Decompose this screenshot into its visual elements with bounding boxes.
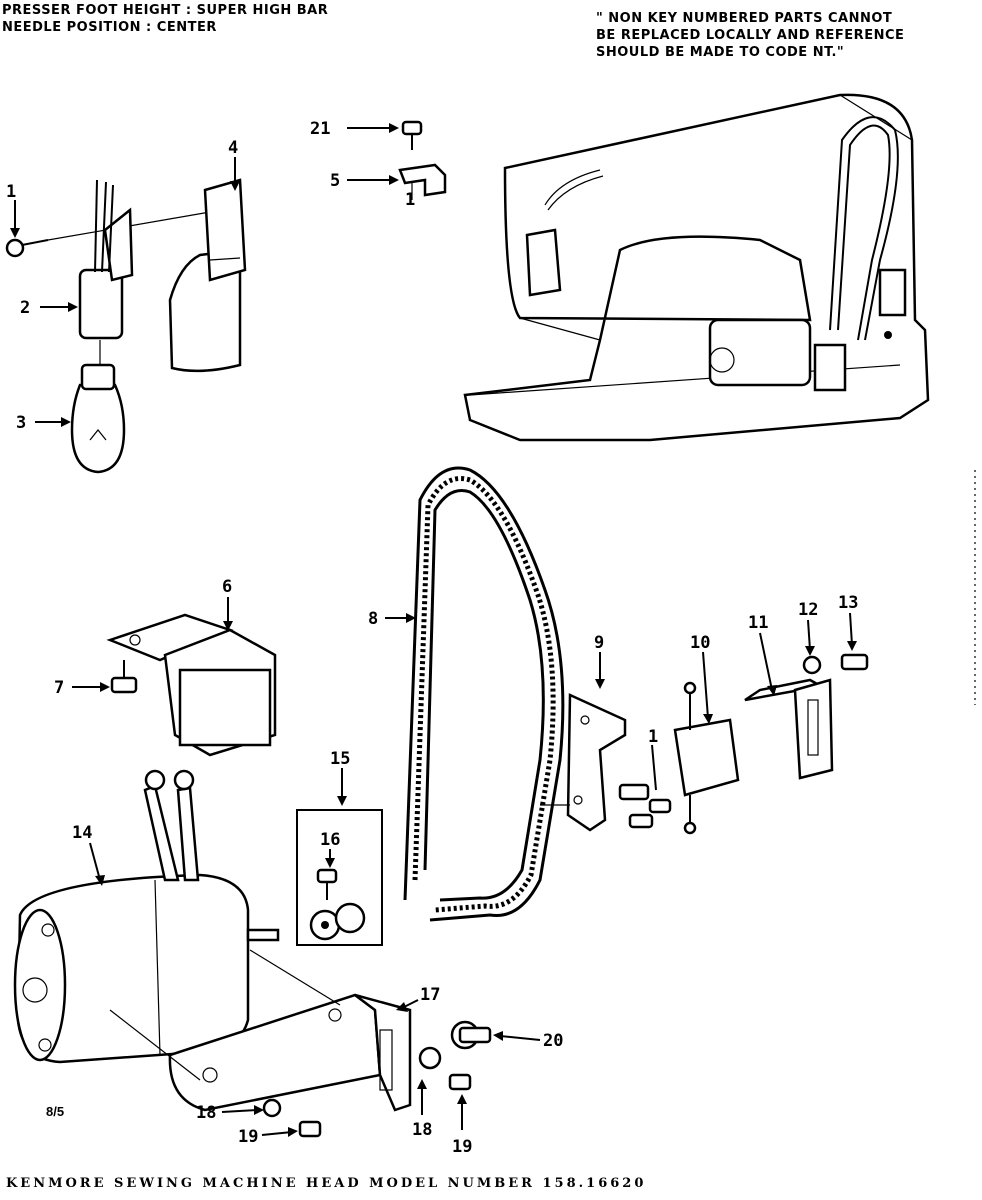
callout-5: 5 (330, 171, 340, 191)
header-settings: PRESSER FOOT HEIGHT : SUPER HIGH BAR NEE… (2, 2, 328, 36)
motor-illustration (13, 769, 280, 1064)
page-number: 8/5 (46, 1104, 65, 1119)
callout-14: 14 (72, 823, 92, 843)
callout-17: 17 (420, 985, 440, 1005)
callout-arrows (10, 123, 857, 1137)
presser-foot-height-text: PRESSER FOOT HEIGHT : SUPER HIGH BAR (2, 3, 329, 18)
header-note: " NON KEY NUMBERED PARTS CANNOT BE REPLA… (596, 10, 904, 61)
callout-18-right: 18 (412, 1120, 432, 1140)
callout-9: 9 (594, 633, 604, 653)
callout-labels: 1 2 3 4 5 21 6 7 8 9 10 11 12 13 1 1 14 … (6, 119, 858, 1157)
callout-18-left: 18 (196, 1103, 216, 1123)
callout-2: 2 (20, 298, 30, 318)
callout-3: 3 (16, 413, 26, 433)
pulley-assembly-illustration (296, 809, 383, 946)
callout-4: 4 (228, 138, 238, 158)
callout-16: 16 (320, 830, 340, 850)
callout-20: 20 (543, 1031, 563, 1051)
needle-position-text: NEEDLE POSITION : CENTER (2, 20, 217, 35)
drive-belt-illustration (403, 466, 565, 922)
callout-15: 15 (330, 749, 350, 769)
callout-1-switch: 1 (648, 727, 658, 747)
callout-1-clamp: 1 (405, 190, 415, 210)
machine-head-illustration (463, 93, 930, 442)
callout-10: 10 (690, 633, 710, 653)
callout-21: 21 (310, 119, 330, 139)
callout-7: 7 (54, 678, 64, 698)
model-footer: KENMORE SEWING MACHINE HEAD MODEL NUMBER… (6, 1176, 647, 1191)
callout-19-right: 19 (452, 1137, 472, 1157)
callout-13: 13 (838, 593, 858, 613)
thread-clamp-illustration (398, 120, 447, 200)
switch-assembly-illustration (540, 653, 869, 835)
callout-8: 8 (368, 609, 378, 629)
callout-12: 12 (798, 600, 818, 620)
bracket-illustration (106, 613, 277, 757)
lamp-assembly-illustration (5, 178, 247, 474)
callout-11: 11 (748, 613, 768, 633)
note-line-3: SHOULD BE MADE TO CODE NT." (596, 45, 845, 60)
callout-19-left: 19 (238, 1127, 258, 1147)
motor-bracket-illustration (109, 949, 492, 1138)
note-line-1: " NON KEY NUMBERED PARTS CANNOT (596, 11, 893, 26)
callout-1: 1 (6, 182, 16, 202)
callout-6: 6 (222, 577, 232, 597)
note-line-2: BE REPLACED LOCALLY AND REFERENCE (596, 28, 905, 43)
